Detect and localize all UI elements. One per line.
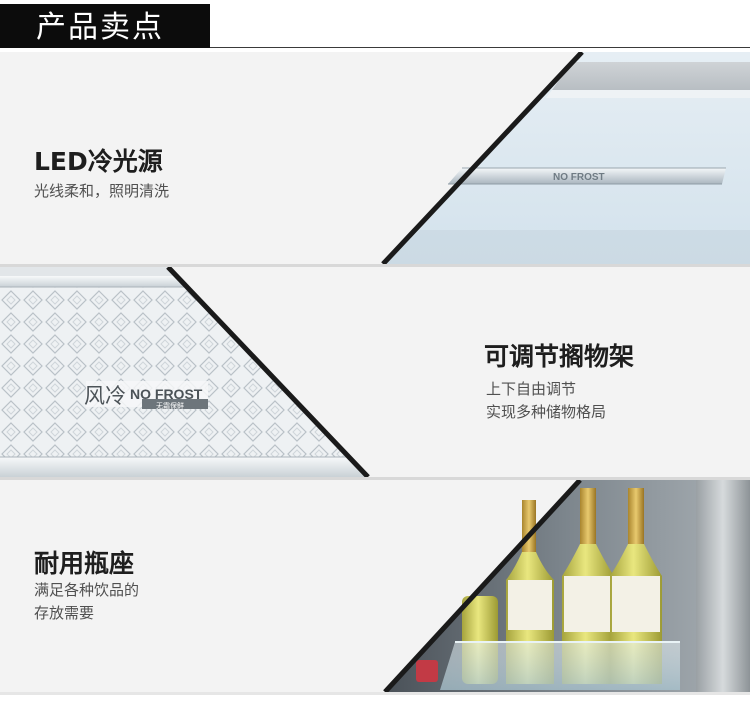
fridge-door-bottles-image <box>383 480 750 692</box>
section-header: 产品卖点 <box>0 0 750 50</box>
feature-title-led: LED冷光源 <box>34 147 163 176</box>
section-divider <box>0 264 750 267</box>
feature-title-bottle: 耐用瓶座 <box>34 549 135 578</box>
feature-desc-shelf-line2: 实现多种储物格局 <box>486 403 607 421</box>
feature-adjustable-shelf: 风冷 NO FROST 无霜保鲜 可调节搁物架 上下自由调节 实现多种储物格局 <box>0 267 750 477</box>
header-divider <box>210 47 750 48</box>
shelf-label-sub: 无霜保鲜 <box>156 401 184 410</box>
feature-bottle-holder: 耐用瓶座 满足各种饮品的 存放需要 <box>0 480 750 692</box>
header-title-block: 产品卖点 <box>0 4 210 48</box>
no-frost-label: NO FROST <box>553 172 605 183</box>
shelf-label-cn: 风冷 <box>84 384 126 408</box>
fridge-shelf-image: 风冷 NO FROST 无霜保鲜 <box>0 267 370 477</box>
page-title: 产品卖点 <box>36 10 164 45</box>
feature-led-light: NO FROST LED冷光源 光线柔和，照明清洗 <box>0 52 750 264</box>
section-divider <box>0 692 750 695</box>
feature-desc-shelf-line1: 上下自由调节 <box>486 380 577 398</box>
section-divider <box>0 477 750 480</box>
feature-desc-bottle-line2: 存放需要 <box>34 604 95 622</box>
fridge-interior-image: NO FROST <box>381 52 750 264</box>
feature-desc-led: 光线柔和，照明清洗 <box>34 182 170 200</box>
shelf-label-en: NO FROST <box>130 386 203 402</box>
feature-desc-bottle-line1: 满足各种饮品的 <box>34 581 140 599</box>
feature-title-shelf: 可调节搁物架 <box>484 342 635 371</box>
